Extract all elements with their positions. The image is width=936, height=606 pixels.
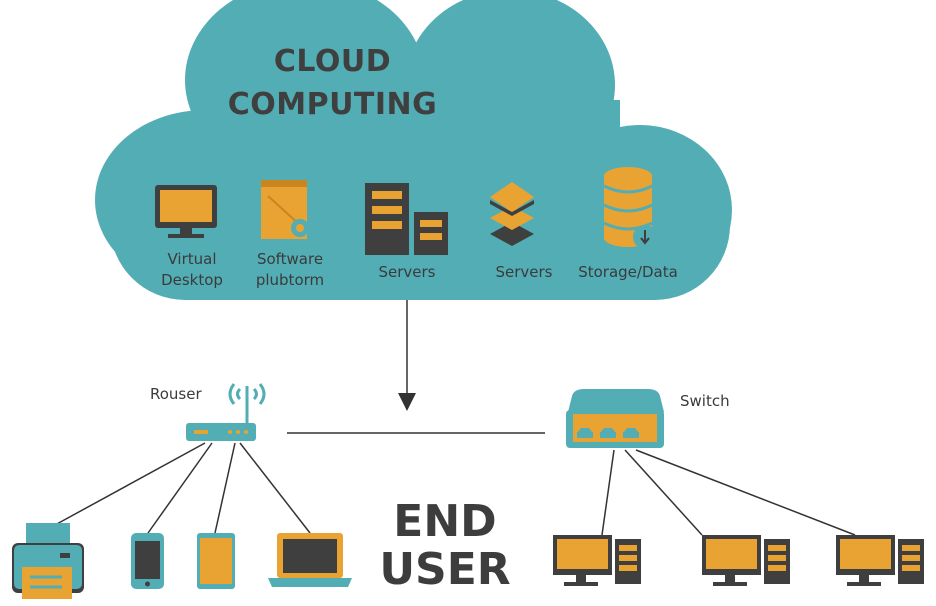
- service-label-line: Desktop: [161, 271, 223, 289]
- desktop-pc-icon: [702, 535, 790, 586]
- service-label-line: Software: [256, 250, 324, 268]
- desktop-pc-icon: [836, 535, 924, 586]
- cloud-title: CLOUD COMPUTING: [200, 40, 465, 126]
- printer-icon: [12, 523, 84, 599]
- end-user-title: END USER: [370, 498, 520, 594]
- desktop-pc-icon: [553, 535, 641, 586]
- service-label-line: Virtual: [167, 250, 217, 268]
- switch-to-pc3: [635, 449, 856, 536]
- router-icon: [186, 383, 266, 441]
- service-label-virtual-desktop: Virtual Desktop: [142, 249, 242, 291]
- router-label: Rouser: [150, 385, 202, 403]
- router-to-printer: [54, 442, 206, 526]
- service-label-servers: Servers: [357, 262, 457, 283]
- router-to-tablet: [214, 442, 236, 534]
- service-label-servers-layers: Servers: [474, 262, 574, 283]
- network-lines: [54, 300, 856, 536]
- router-to-laptop: [239, 442, 311, 534]
- monitor-icon: [155, 185, 217, 238]
- layers-icon: [490, 182, 534, 246]
- router-to-phone: [147, 442, 213, 534]
- cloud-title-line2: COMPUTING: [227, 87, 438, 122]
- tablet-icon: [197, 533, 235, 589]
- switch-label: Switch: [680, 392, 730, 410]
- service-label-line: Servers: [495, 263, 553, 281]
- service-label-line: Servers: [378, 263, 436, 281]
- service-label-line: Storage/Data: [578, 263, 678, 281]
- server-rack-icon: [365, 183, 448, 255]
- switch-icon: [566, 389, 664, 448]
- cloud-title-line1: CLOUD: [273, 44, 392, 79]
- switch-to-pc1: [601, 449, 615, 536]
- service-label-line: plubtorm: [255, 271, 325, 289]
- software-box-icon: [261, 180, 309, 239]
- end-user-title-line1: END: [393, 496, 497, 547]
- smartphone-icon: [131, 533, 164, 589]
- service-label-software-platform: Software plubtorm: [240, 249, 340, 291]
- switch-to-pc2: [624, 449, 703, 536]
- database-icon: [603, 167, 657, 249]
- service-label-storage: Storage/Data: [568, 262, 688, 283]
- laptop-icon: [268, 533, 352, 587]
- end-user-title-line2: USER: [379, 544, 511, 595]
